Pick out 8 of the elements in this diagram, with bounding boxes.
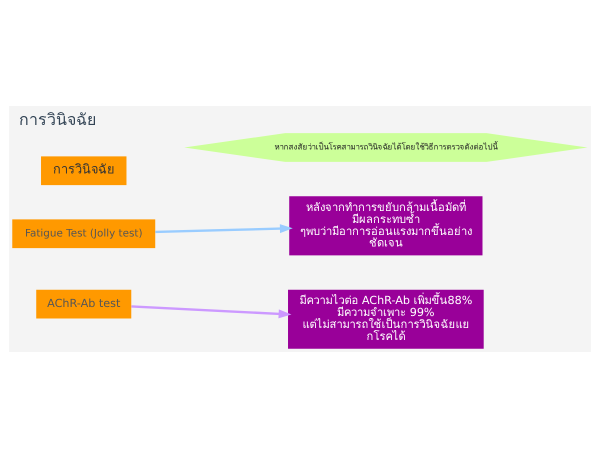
node-box: การวินิจฉัย	[41, 156, 126, 186]
node-box: หลังจากทำการขยับกล้ามเนื้อมัดที่มีผลกระทบซ้ำ ๆพบว่ามีอาการอ่อนแรงมากขึ้นอย่างชัดเจน	[289, 196, 482, 256]
arrow	[155, 224, 293, 234]
node-box: มีความไวต่อ AChR-Ab เพิ่มขึ้น88% มีความจำเพาะ 99% แต่ไม่สามารถใช้เป็นการวินิจฉัยแยกโรคได้	[288, 290, 484, 349]
diagram-title: การวินิจฉัย	[18, 110, 96, 130]
node-box: AChR-Ab test	[36, 290, 132, 318]
arrow	[131, 305, 292, 318]
node-box: Fatigue Test (Jolly test)	[12, 219, 156, 248]
